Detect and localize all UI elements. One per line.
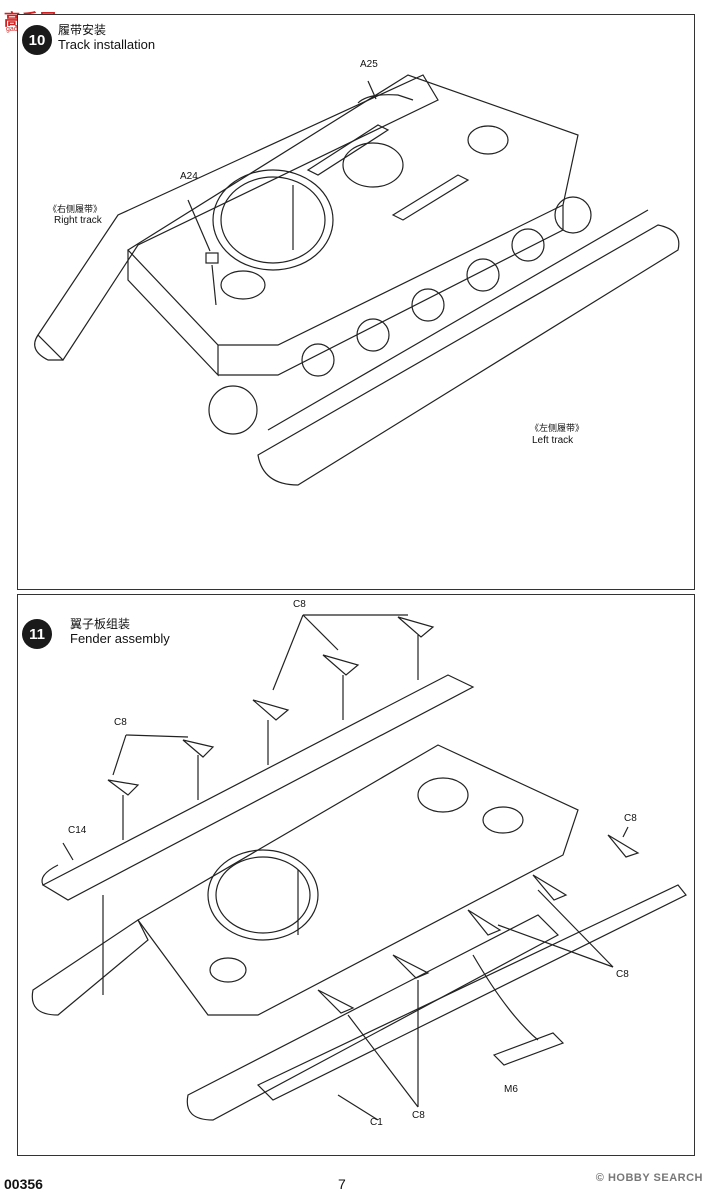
step-10-badge: 10 <box>22 25 52 55</box>
part-label-c8-right-top: C8 <box>624 813 637 824</box>
step-11-panel: 11 翼子板组装 Fender assembly C8 C8 C14 C8 C8… <box>17 594 695 1156</box>
step-10-title-zh: 履带安装 <box>58 23 107 37</box>
part-label-c8-bottom: C8 <box>412 1110 425 1121</box>
track-installation-diagram <box>34 74 680 486</box>
step-11-title-en: Fender assembly <box>70 631 170 646</box>
part-label-a24: A24 <box>180 171 198 182</box>
part-label-m6: M6 <box>504 1084 518 1095</box>
right-track-label-en: Right track <box>54 215 102 226</box>
part-label-c14: C14 <box>68 825 87 836</box>
hobby-search-watermark: © HOBBY SEARCH <box>595 1172 703 1184</box>
part-label-c8-left: C8 <box>114 717 127 728</box>
page-number: 7 <box>338 1176 346 1192</box>
step-11-badge: 11 <box>22 619 52 649</box>
right-track-label-zh: 《右侧履带》 <box>48 205 103 215</box>
part-label-a25: A25 <box>360 59 378 70</box>
step-10-panel: 10 履带安装 Track installation A25 A24 《右侧履带… <box>17 14 695 590</box>
catalog-number: 00356 <box>4 1176 43 1192</box>
left-track-label-en: Left track <box>532 435 574 446</box>
part-label-c8-right-mid: C8 <box>616 969 629 980</box>
step-11-title-zh: 翼子板组装 <box>70 617 131 631</box>
part-label-c8-top: C8 <box>293 599 306 610</box>
left-track-label-zh: 《左侧履带》 <box>530 424 585 434</box>
fender-assembly-diagram <box>31 614 687 1121</box>
part-label-c1: C1 <box>370 1117 383 1128</box>
step-10-title-en: Track installation <box>58 37 156 52</box>
